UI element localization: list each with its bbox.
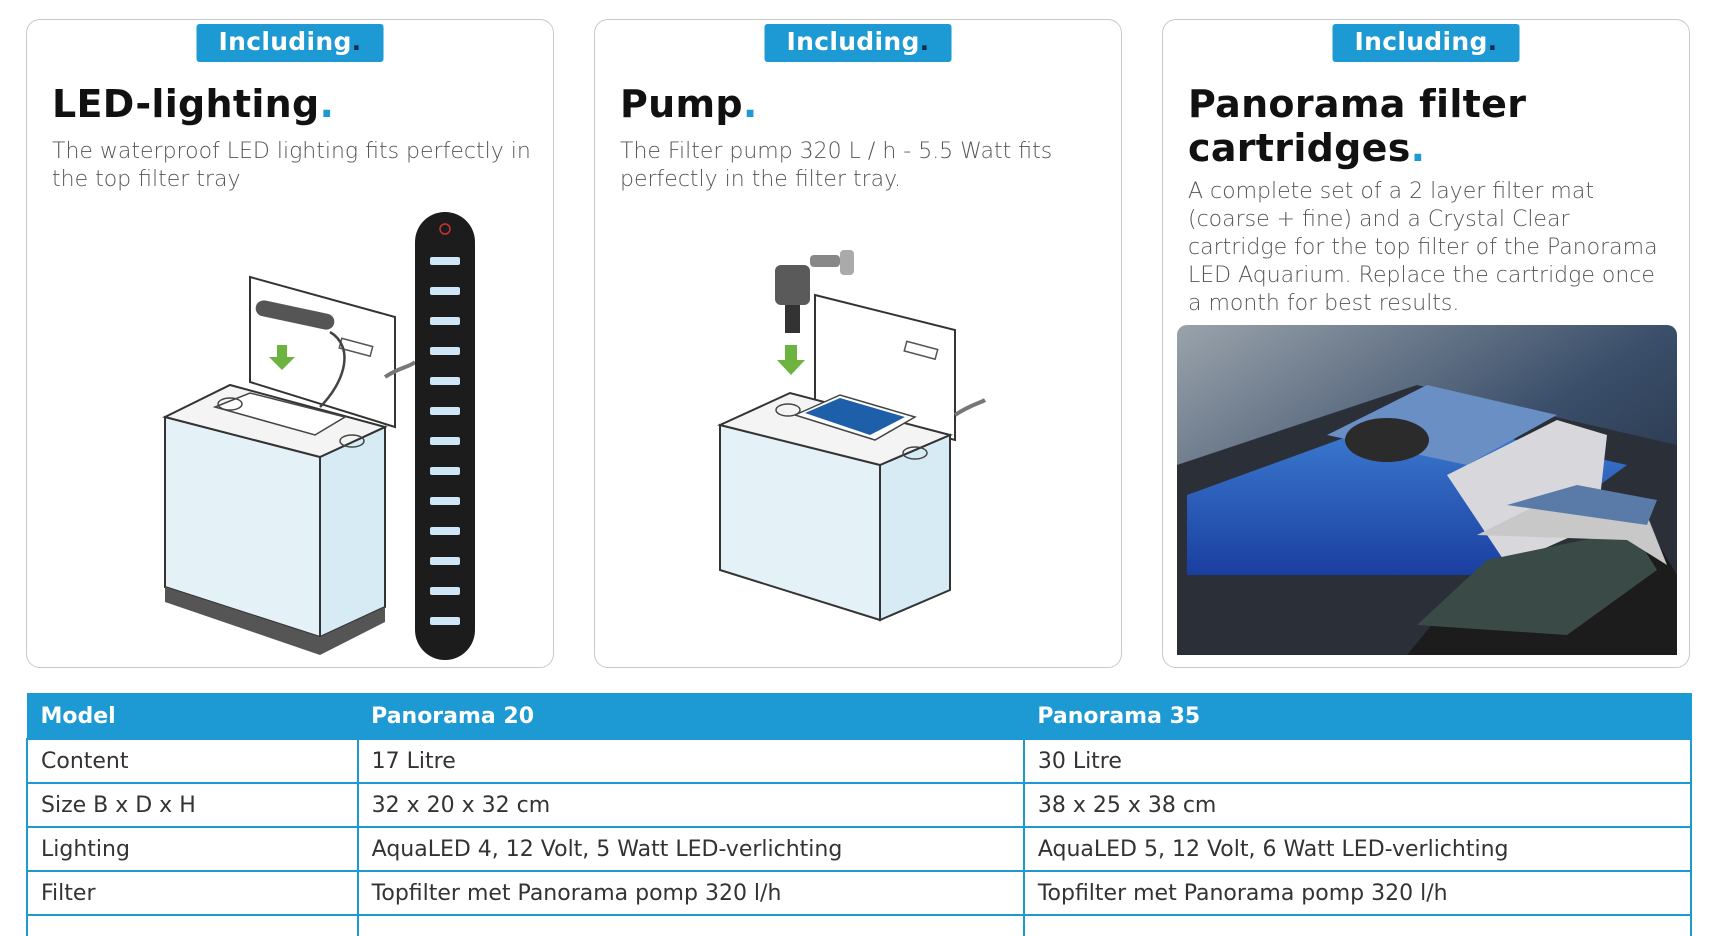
row-label: Content bbox=[26, 738, 359, 784]
table-row: Lighting AquaLED 4, 12 Volt, 5 Watt LED-… bbox=[26, 826, 1693, 872]
cell-panorama-20: 32 x 20 x 32 cm bbox=[356, 782, 1025, 828]
specification-table: Model Panorama 20 Panorama 35 Content 17… bbox=[26, 693, 1693, 936]
table-row: Filter Topfilter met Panorama pomp 320 l… bbox=[26, 870, 1693, 916]
card-title: Pump. bbox=[620, 82, 758, 126]
cell-panorama-20: Topfilter met Panorama pomp 320 l/h bbox=[356, 870, 1025, 916]
cell-panorama-20: 17 Litre bbox=[356, 738, 1025, 784]
header-panorama-20: Panorama 20 bbox=[357, 693, 1025, 740]
cell-panorama-35: 38 x 25 x 38 cm bbox=[1022, 782, 1693, 828]
table-row: Content 17 Litre 30 Litre bbox=[26, 738, 1693, 784]
including-badge: Including. bbox=[764, 24, 952, 62]
card-title: LED-lighting. bbox=[52, 82, 335, 126]
table-row: Size B x D x H 32 x 20 x 32 cm 38 x 25 x… bbox=[26, 782, 1693, 828]
table-row-cut-off bbox=[26, 914, 1693, 936]
led-aquarium-illustration bbox=[162, 212, 475, 660]
pump-card: Including. Pump. The Filter pump 320 L /… bbox=[594, 19, 1122, 668]
row-label: Lighting bbox=[26, 826, 359, 872]
cell-panorama-35: 30 Litre bbox=[1022, 738, 1693, 784]
cell-panorama-20: AquaLED 4, 12 Volt, 5 Watt LED-verlichti… bbox=[356, 826, 1025, 872]
filter-cartridges-photo bbox=[1177, 325, 1677, 655]
led-lighting-card: Including. LED-lighting. The waterproof … bbox=[26, 19, 554, 668]
including-badge: Including. bbox=[196, 24, 384, 62]
table-header-row: Model Panorama 20 Panorama 35 bbox=[26, 693, 1692, 740]
cell-panorama-35: AquaLED 5, 12 Volt, 6 Watt LED-verlichti… bbox=[1022, 826, 1693, 872]
card-description: A complete set of a 2 layer filter mat (… bbox=[1188, 179, 1658, 316]
card-description: The waterproof LED lighting fits perfect… bbox=[52, 139, 531, 192]
row-label: Filter bbox=[26, 870, 359, 916]
pump-aquarium-illustration bbox=[716, 250, 987, 622]
row-label: Size B x D x H bbox=[26, 782, 359, 828]
including-badge: Including. bbox=[1332, 24, 1520, 62]
header-model: Model bbox=[26, 693, 359, 740]
card-description: The Filter pump 320 L / h - 5.5 Watt fit… bbox=[620, 139, 1053, 192]
cell-panorama-35: Topfilter met Panorama pomp 320 l/h bbox=[1022, 870, 1693, 916]
card-title: Panorama filter cartridges. bbox=[1188, 82, 1527, 170]
filter-cartridges-card: Including. Panorama filter cartridges. A… bbox=[1162, 19, 1690, 668]
header-panorama-35: Panorama 35 bbox=[1023, 693, 1692, 740]
